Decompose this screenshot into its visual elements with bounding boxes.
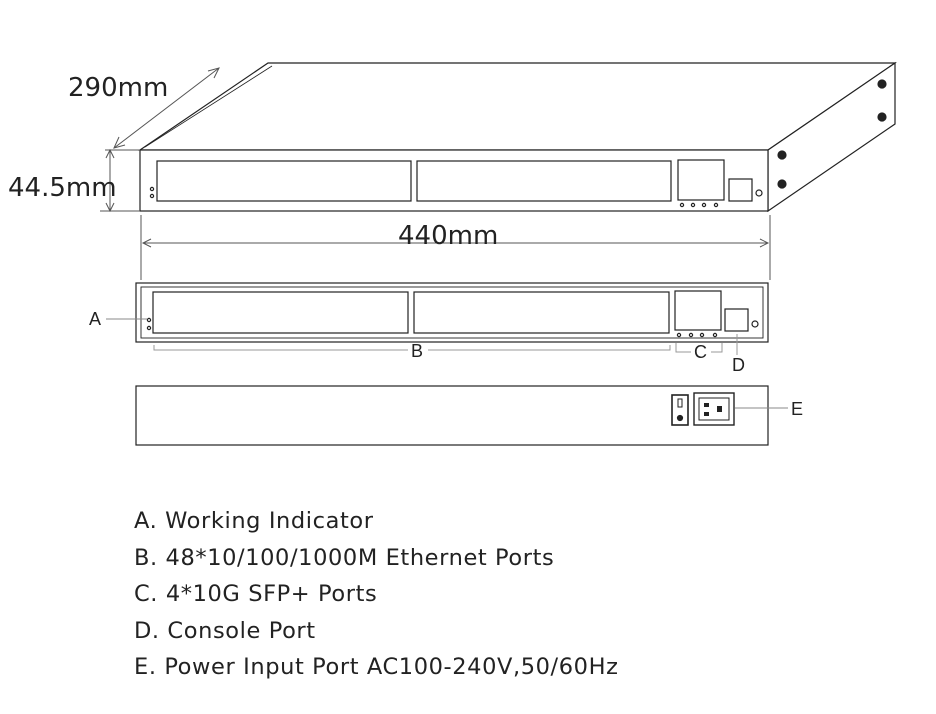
legend-item-a: A. Working Indicator <box>134 508 374 534</box>
front-panel-outer <box>135 282 769 343</box>
indicator-led-icon <box>146 325 152 331</box>
callout-b: B <box>411 341 423 361</box>
rack-hole-icon <box>777 179 787 189</box>
legend-list: A. Working Indicator B. 48*10/100/1000M … <box>134 503 619 686</box>
callout-a: A <box>89 309 101 329</box>
sfp-port-block <box>677 159 725 201</box>
callout-d: D <box>732 355 745 375</box>
console-port <box>724 308 749 332</box>
rack-hole-icon <box>877 112 887 122</box>
ethernet-port-block <box>156 160 412 202</box>
front-panel-view <box>135 282 769 343</box>
ethernet-port-block <box>416 160 672 202</box>
width-dimension <box>140 215 771 280</box>
callout-e: E <box>791 399 803 419</box>
ethernet-port-block <box>413 291 670 334</box>
height-dimension-label: 44.5mm <box>8 173 117 203</box>
chassis-front-face <box>139 149 769 212</box>
depth-dimension <box>105 67 220 151</box>
legend-item-c: C. 4*10G SFP+ Ports <box>134 581 378 607</box>
legend-item-d: D. Console Port <box>134 617 316 644</box>
indicator-led-icon <box>146 317 152 323</box>
height-dimension <box>100 148 140 213</box>
indicator-led-icon <box>149 186 155 192</box>
width-dimension-label: 440mm <box>398 221 498 251</box>
rear-panel-outer <box>135 385 769 446</box>
sfp-port-block <box>674 290 722 331</box>
depth-dimension-label: 290mm <box>68 73 168 103</box>
callout-c: C <box>694 342 707 362</box>
indicator-led-icon <box>149 193 155 199</box>
legend-item-b: B. 48*10/100/1000M Ethernet Ports <box>134 544 555 571</box>
chassis-top-face <box>138 62 897 151</box>
isometric-view <box>138 61 897 213</box>
power-switch-icon <box>671 394 689 426</box>
rack-hole-icon <box>777 150 787 160</box>
ethernet-port-block <box>152 291 409 334</box>
rear-panel-view <box>135 385 769 446</box>
front-panel-inner <box>140 286 764 339</box>
console-port <box>728 178 753 202</box>
rack-hole-icon <box>877 79 887 89</box>
power-socket-icon <box>693 392 735 426</box>
legend-item-e: E. Power Input Port AC100-240V,50/60Hz <box>134 654 619 680</box>
